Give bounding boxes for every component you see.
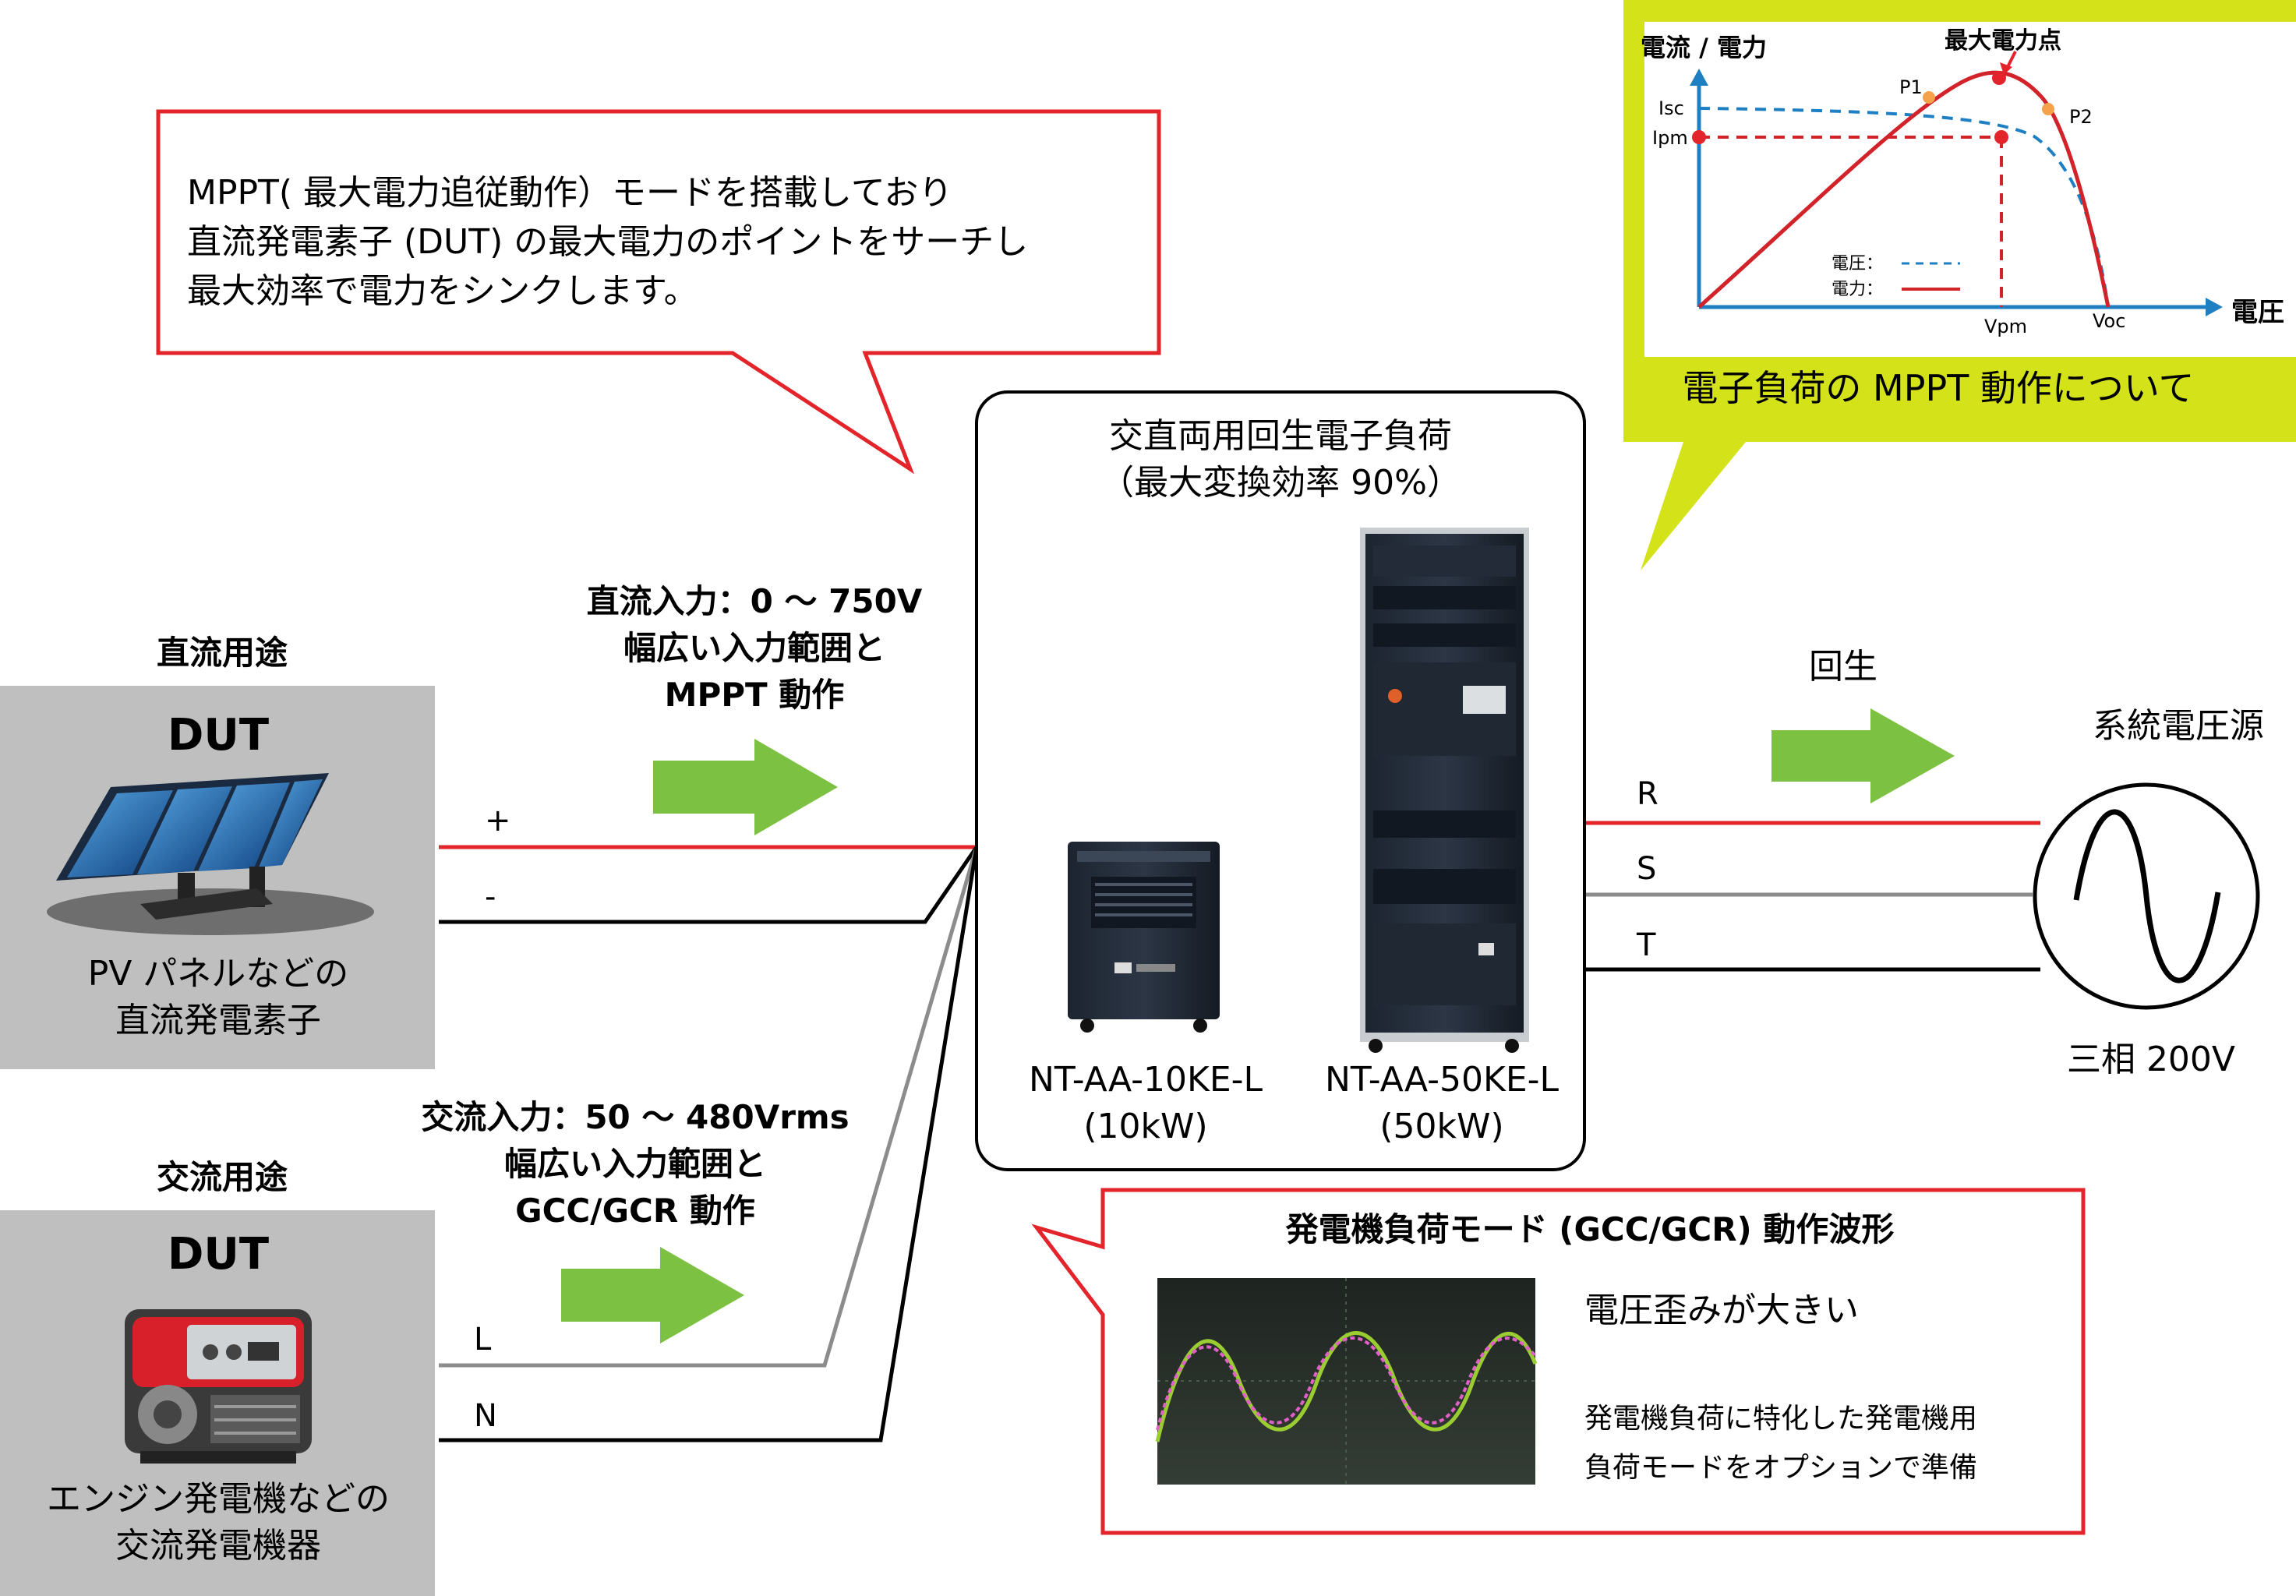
graph-point-label-p2: P2 <box>2069 106 2093 128</box>
load-title-line-1: 交直両用回生電子負荷 <box>1109 416 1452 456</box>
graph-y-axis-label: 電流 / 電力 <box>1641 33 1767 62</box>
phase-r-label: R <box>1637 776 1658 812</box>
ac-category-label: 交流用途 <box>157 1158 288 1196</box>
dc-category-label: 直流用途 <box>157 634 288 672</box>
mppt-callout-line-1: MPPT( 最大電力追従動作）モードを搭載しており <box>187 173 952 213</box>
graph-legend-label-power: 電力： <box>1832 280 1883 299</box>
dc-device-caption-line-1: PV パネルなどの <box>88 954 349 994</box>
mppt-callout-shape <box>156 109 1161 475</box>
phase-t-label: T <box>1636 927 1656 963</box>
model-50kw-name: NT-AA-50KE-L <box>1325 1060 1560 1100</box>
oscilloscope-waveform-image <box>1155 1278 1538 1485</box>
graph-tick-voc: Voc <box>2093 310 2125 332</box>
graph-peak-marker <box>1992 71 2006 85</box>
phase-caption: 三相 200V <box>2067 1040 2235 1079</box>
model-10kw-power: (10kW) <box>1083 1107 1207 1146</box>
nt-aa-50ke-l-image <box>1360 528 1529 1053</box>
ac-n-label: N <box>474 1398 497 1434</box>
graph-x-axis-label: 電圧 <box>2231 297 2284 328</box>
ac-input-line-1: 交流入力：50 〜 480Vrms <box>421 1098 849 1136</box>
graph-y-axis-arrowhead <box>1690 69 1708 86</box>
ac-flow-arrow <box>561 1247 744 1344</box>
ac-input-line-2: 幅広い入力範囲と <box>504 1145 766 1183</box>
gcc-body-line-1: 発電機負荷に特化した発電機用 <box>1584 1403 1977 1435</box>
ac-dut-label: DUT <box>168 1229 269 1280</box>
gcc-body-line-2: 負荷モードをオプションで準備 <box>1584 1452 1977 1484</box>
dc-input-line-1: 直流入力：0 〜 750V <box>587 582 923 620</box>
mppt-description-callout: MPPT( 最大電力追従動作）モードを搭載しており 直流発電素子 (DUT) の… <box>156 109 1161 475</box>
engine-generator-image <box>125 1309 312 1464</box>
dc-input-line-3: MPPT 動作 <box>665 676 845 714</box>
dc-side: 直流用途 DUT PV パネルなどの 直流発電素子 直流入力：0 〜 750V … <box>0 582 923 1069</box>
dc-plus-label: + <box>485 803 511 839</box>
ac-l-label: L <box>474 1322 492 1358</box>
graph-current-curve <box>1698 107 2110 308</box>
graph-p2-marker <box>2042 103 2054 115</box>
graph-tick-isc: Isc <box>1658 97 1684 119</box>
grid-source-label: 系統電圧源 <box>2093 706 2264 746</box>
model-50kw-power: (50kW) <box>1379 1107 1503 1146</box>
mppt-callout-line-3: 最大効率で電力をシンクします。 <box>187 271 698 311</box>
nt-aa-10ke-l-image <box>1068 842 1220 1033</box>
graph-p1-marker <box>1923 91 1935 104</box>
grid-side: 回生 系統電圧源 R S T 三相 200V <box>1636 647 2264 1079</box>
ac-side: 交流用途 DUT エンジン発電機などの 交流発電機器 交流入力：50 〜 480… <box>0 1098 850 1596</box>
dc-input-line-2: 幅広い入力範囲と <box>623 629 885 667</box>
regen-flow-arrow <box>1771 708 1955 803</box>
phase-s-label: S <box>1637 851 1656 887</box>
graph-caption: 電子負荷の MPPT 動作について <box>1682 367 2194 409</box>
electronic-load-box: 交直両用回生電子負荷 （最大変換効率 90%） <box>975 390 1586 1171</box>
graph-x-axis-arrowhead <box>2206 298 2223 316</box>
load-title-line-2: （最大変換効率 90%） <box>1100 463 1461 503</box>
graph-tick-vpm: Vpm <box>1984 316 2027 337</box>
graph-point-label-p1: P1 <box>1899 76 1923 98</box>
dc-minus-wire <box>439 846 979 924</box>
ac-device-caption-line-2: 交流発電機器 <box>115 1526 321 1566</box>
mppt-graph-panel: 電流 / 電力 電圧 最大電力点 P1 P2 Isc Ipm Vpm Voc 電… <box>1623 0 2296 570</box>
sine-wave-icon <box>2073 809 2221 983</box>
ac-n-wire <box>439 846 979 1442</box>
dc-flow-arrow <box>653 739 838 835</box>
solar-panel-image <box>47 773 374 935</box>
ac-device-caption-line-1: エンジン発電機などの <box>47 1479 390 1519</box>
ac-l-wire <box>439 846 979 1368</box>
graph-peak-label: 最大電力点 <box>1945 27 2061 55</box>
graph-legend-label-voltage: 電圧： <box>1832 254 1883 274</box>
model-10kw-name: NT-AA-10KE-L <box>1029 1060 1263 1100</box>
mppt-callout-line-2: 直流発電素子 (DUT) の最大電力のポイントをサーチし <box>187 222 1028 262</box>
graph-power-curve <box>1697 70 2111 309</box>
dc-device-caption-line-2: 直流発電素子 <box>115 1001 321 1040</box>
ac-input-line-3: GCC/GCR 動作 <box>515 1192 755 1230</box>
graph-ipm-marker <box>1994 130 2008 144</box>
regen-label: 回生 <box>1809 647 1877 687</box>
dc-minus-label: - <box>485 879 496 915</box>
gcc-title: 発電機負荷モード (GCC/GCR) 動作波形 <box>1286 1210 1895 1248</box>
graph-peak-pointer-head <box>2000 62 2012 75</box>
gcc-callout: 発電機負荷モード (GCC/GCR) 動作波形 電圧歪みが大きい 発電機負荷に特… <box>1031 1188 2086 1535</box>
graph-ipm-axis-marker <box>1692 130 1706 144</box>
graph-tick-ipm: Ipm <box>1652 127 1688 149</box>
wiring <box>439 821 2040 1442</box>
gcc-headline: 電圧歪みが大きい <box>1584 1291 1859 1330</box>
dc-dut-label: DUT <box>168 710 269 761</box>
